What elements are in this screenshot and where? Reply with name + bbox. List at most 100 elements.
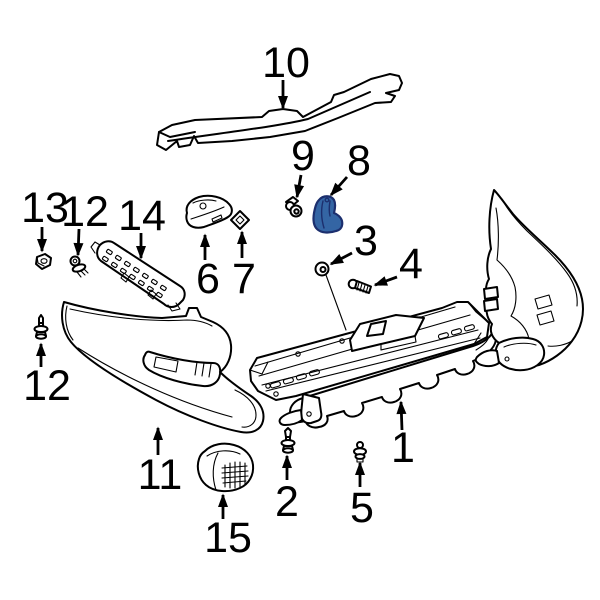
part-1-step-pad-and-valance[interactable]	[249, 301, 497, 429]
arrow-to-part-8	[329, 176, 349, 197]
part-12-push-pin-lower[interactable]	[33, 314, 49, 340]
part-outline	[284, 427, 292, 438]
part-detail	[71, 263, 87, 273]
part-detail	[35, 333, 47, 340]
callout-11[interactable]: 11	[138, 451, 183, 499]
recess-detail	[153, 356, 179, 373]
foot-hole	[504, 356, 510, 362]
pad-end-fold	[467, 301, 490, 345]
recess-detail	[194, 361, 212, 378]
part-outline	[38, 314, 44, 324]
callout-10[interactable]: 10	[262, 39, 310, 87]
bracket-slots	[101, 248, 167, 299]
part-detail	[282, 447, 294, 454]
arrow-to-part-9	[294, 174, 305, 199]
part-end-tab	[167, 302, 181, 312]
part-detail	[234, 389, 257, 428]
callout-3[interactable]: 3	[354, 217, 378, 265]
part-detail	[206, 450, 241, 457]
arrow-to-part-12-upper	[73, 228, 84, 257]
part-detail	[289, 204, 303, 218]
pad-slots-right	[437, 324, 475, 340]
part-detail	[211, 214, 223, 223]
part-15-corner-lamp[interactable]	[196, 442, 255, 493]
part-seam	[547, 340, 573, 347]
callout-14[interactable]: 14	[118, 192, 166, 240]
part-12-screw-upper[interactable]	[69, 255, 89, 278]
part-end-tab	[90, 241, 101, 254]
part-5-screw[interactable]	[353, 441, 367, 463]
part-outline	[185, 194, 233, 229]
part-detail	[356, 281, 369, 294]
part-detail	[167, 91, 371, 142]
inner-tab	[534, 294, 553, 310]
callout-9[interactable]: 9	[291, 132, 315, 180]
valance-outline	[288, 332, 497, 429]
callout-8[interactable]: 8	[347, 137, 371, 185]
callout-labels: 10 9 8 3 4 1 2 5 11 15 13 12 12 14 6 7	[21, 39, 423, 562]
part-seam	[495, 207, 530, 340]
callout-7[interactable]: 7	[232, 255, 256, 303]
part-13-clip-nut[interactable]	[35, 253, 52, 270]
callout-5[interactable]: 5	[350, 484, 374, 532]
callout-6[interactable]: 6	[196, 255, 220, 303]
valance-arm-foot	[278, 409, 303, 426]
part-outline	[312, 195, 344, 234]
arm-hole	[306, 411, 312, 417]
part-7-diamond-clip[interactable]	[230, 210, 250, 230]
part-detail	[190, 206, 225, 220]
part-10-reinforcement-bar[interactable]	[156, 73, 403, 151]
part-detail	[72, 258, 78, 264]
callout-15[interactable]: 15	[204, 514, 252, 562]
part-8-retainer-highlighted[interactable]	[312, 195, 344, 234]
part-outline	[230, 210, 250, 230]
screw-hole	[339, 338, 345, 344]
part-detail	[356, 441, 364, 449]
toe	[474, 349, 500, 368]
part-detail	[319, 266, 327, 273]
arrow-to-part-1	[396, 400, 407, 431]
arrow-to-part-3	[329, 251, 353, 266]
callout-1[interactable]: 1	[391, 424, 415, 472]
foot-detail	[503, 342, 537, 348]
part-seam	[501, 198, 578, 307]
part-detail	[192, 199, 217, 204]
inner-tab	[536, 310, 555, 326]
arrow-to-part-4	[373, 275, 398, 287]
part-detail	[320, 200, 325, 229]
bumper-end-right[interactable]	[474, 189, 584, 372]
part-9-clip[interactable]	[285, 196, 303, 218]
pad-slots-left	[269, 369, 320, 389]
recess-outline	[142, 350, 222, 388]
part-detail	[36, 256, 45, 267]
leader-line	[325, 274, 347, 331]
part-4-screw[interactable]	[347, 278, 372, 294]
callout-12-lower[interactable]: 12	[23, 362, 71, 410]
part-2-push-pin[interactable]	[280, 427, 296, 454]
part-14-side-support[interactable]	[90, 240, 186, 312]
callout-4[interactable]: 4	[399, 240, 423, 288]
part-detail	[199, 202, 207, 210]
callout-12-upper[interactable]: 12	[61, 188, 109, 236]
part-detail	[324, 197, 330, 203]
valance-detail	[475, 338, 489, 351]
callout-2[interactable]: 2	[275, 478, 299, 526]
part-6-bracket[interactable]	[185, 194, 233, 229]
callout-13[interactable]: 13	[21, 184, 69, 232]
part-foot	[120, 272, 130, 283]
pad-crease	[265, 337, 481, 392]
part-detail	[212, 452, 219, 491]
part-3-grommet[interactable]	[314, 261, 347, 331]
part-detail	[293, 208, 300, 215]
part-foot	[147, 289, 157, 300]
part-11-bumper-cover-end[interactable]	[61, 301, 265, 434]
hitch-box-face	[349, 335, 417, 352]
part-crease	[77, 347, 233, 418]
part-detail	[354, 453, 366, 460]
part-detail	[40, 258, 48, 264]
rivet-hole	[273, 391, 279, 397]
foot-plate	[494, 336, 546, 372]
pad-end-cap	[249, 361, 269, 375]
part-outline	[96, 240, 186, 308]
